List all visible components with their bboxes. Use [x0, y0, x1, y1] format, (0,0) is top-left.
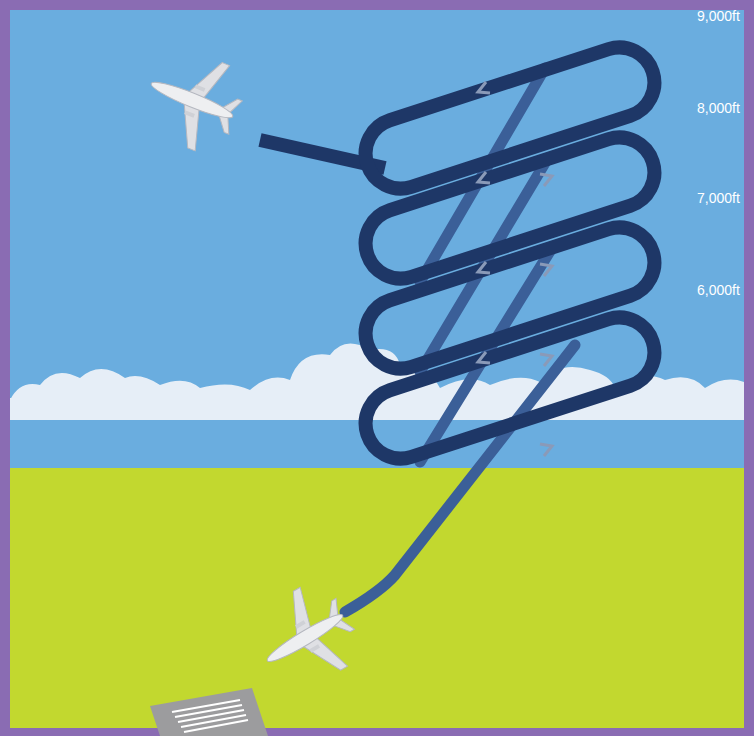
altitude-label: 7,000ft — [697, 190, 740, 206]
altitude-label: 8,000ft — [697, 100, 740, 116]
altitude-label: 9,000ft — [697, 8, 740, 24]
altitude-label: 6,000ft — [697, 282, 740, 298]
